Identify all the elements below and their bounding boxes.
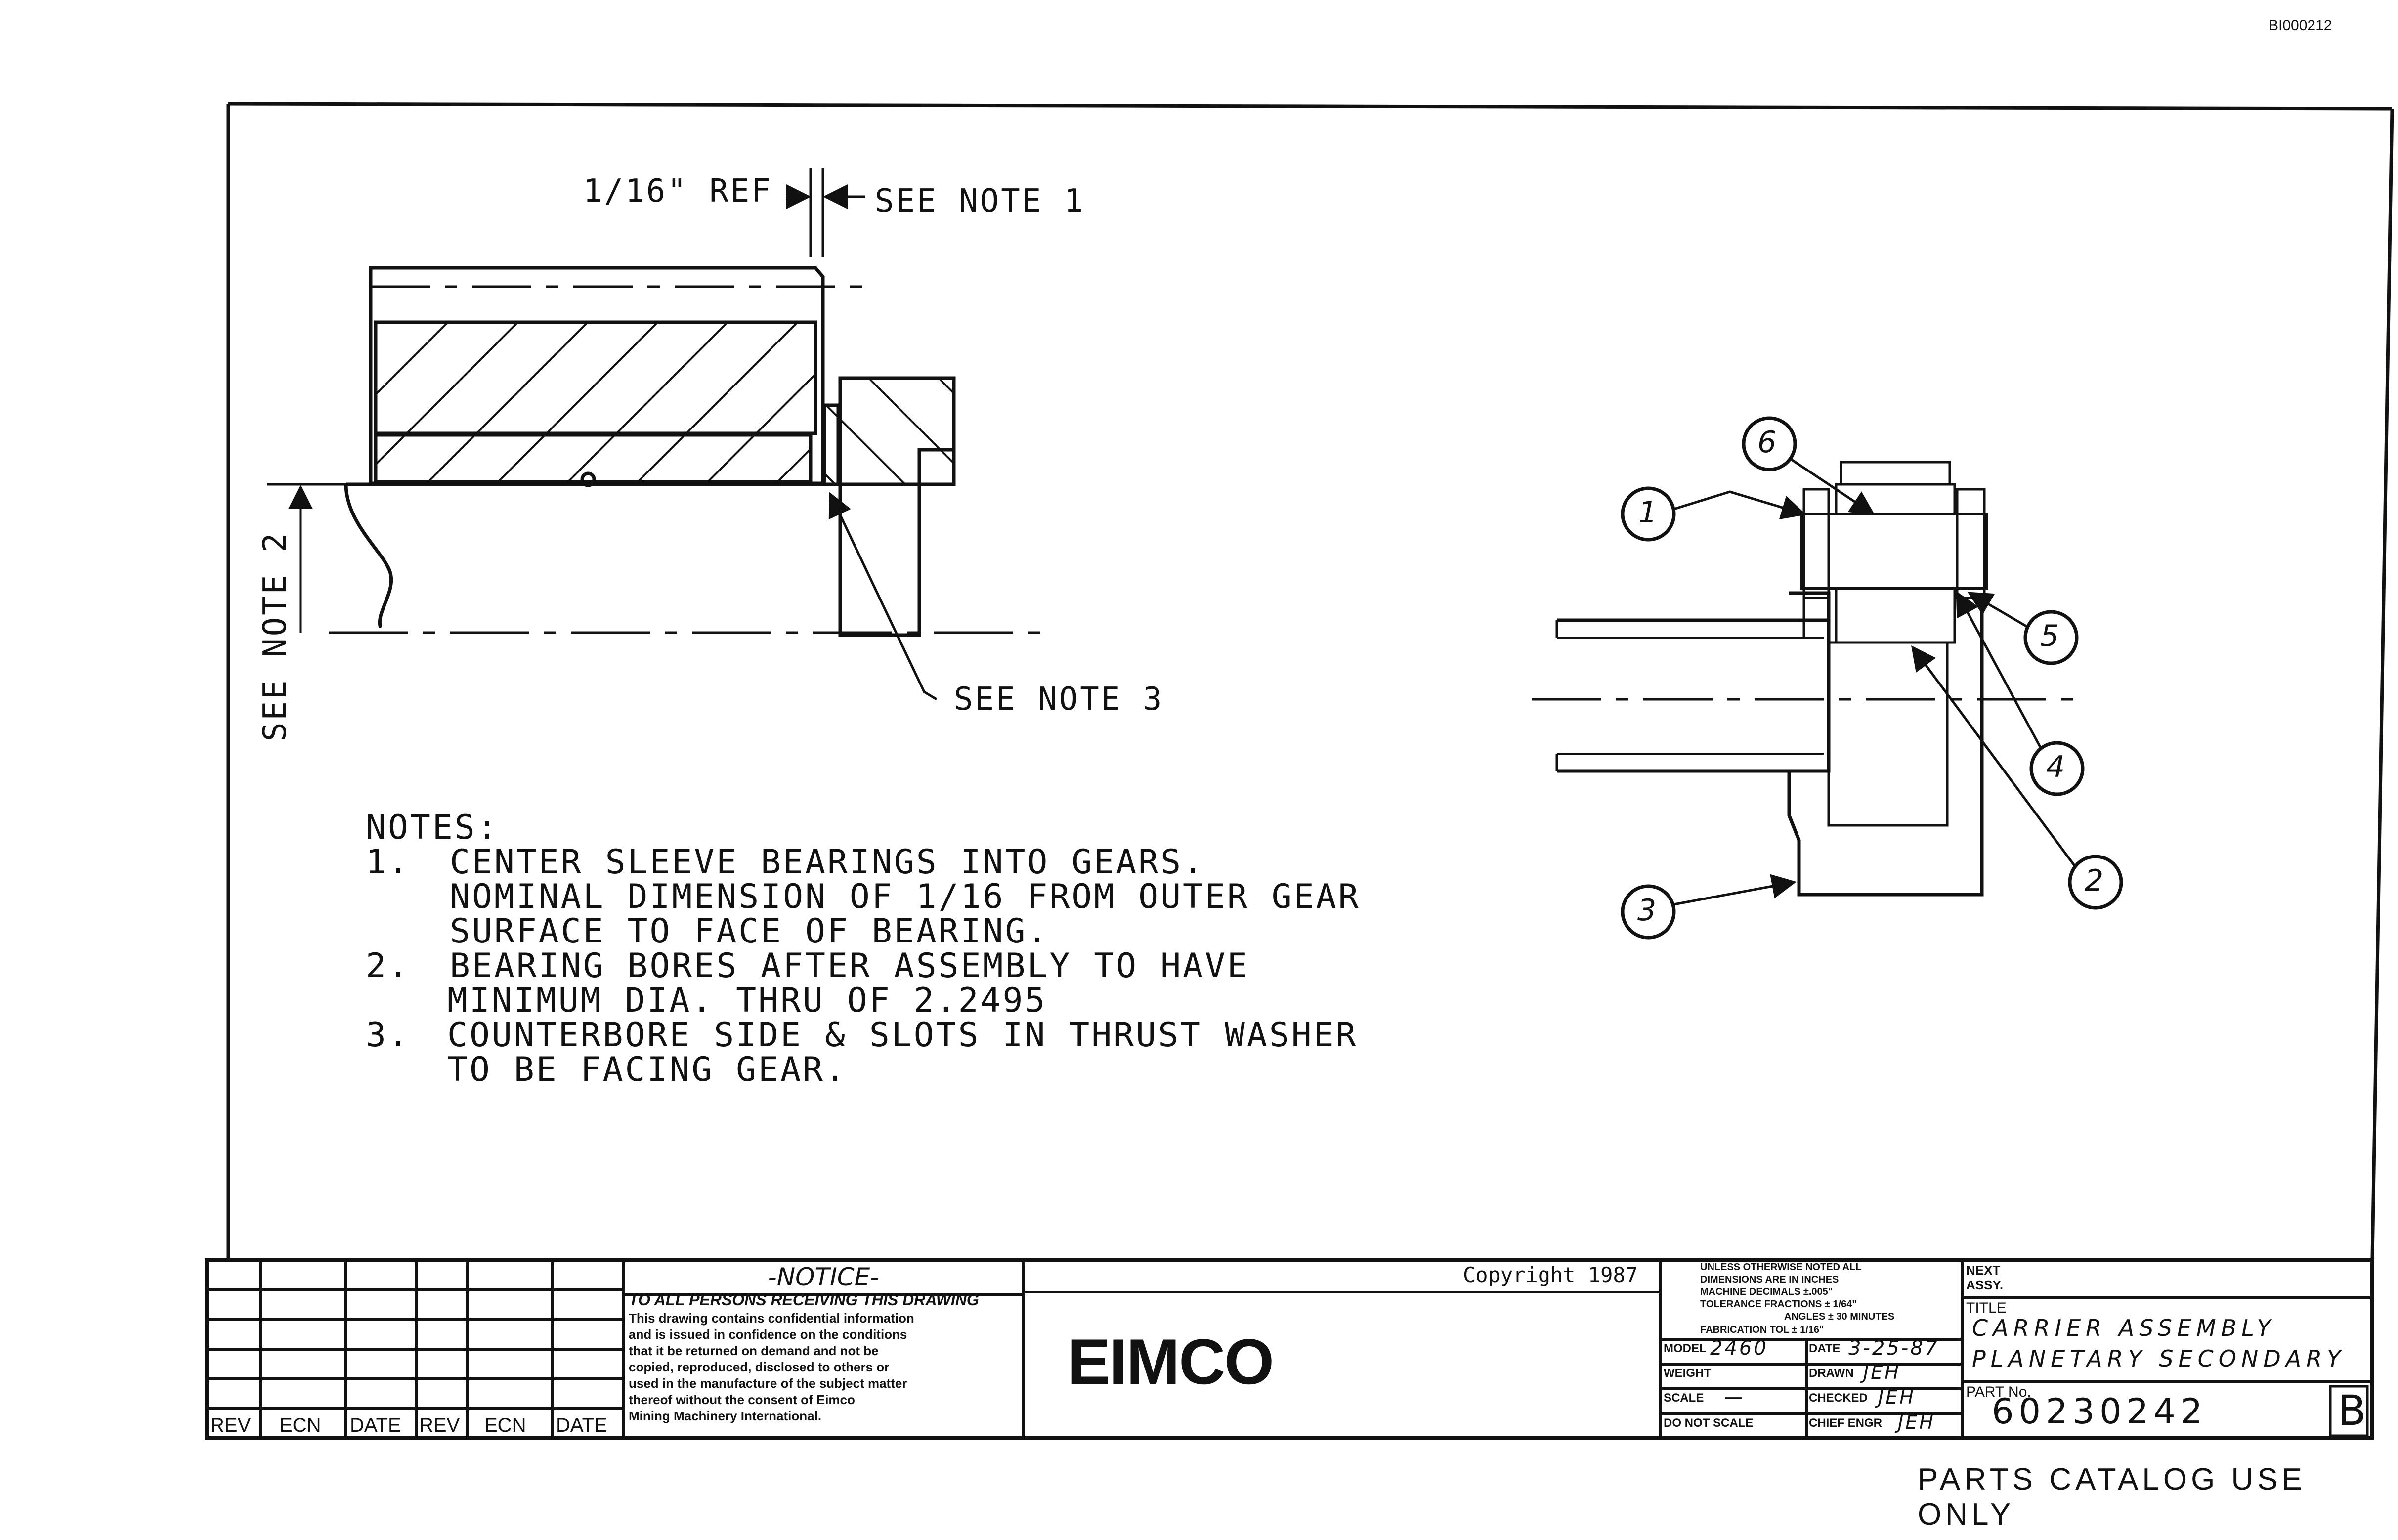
- scale-label: SCALE: [1664, 1391, 1704, 1405]
- checked-value: JEH: [1878, 1386, 1916, 1408]
- notice-line-5: used in the manufacture of the subject m…: [629, 1376, 907, 1391]
- part-number-label: PART No.: [1966, 1384, 2031, 1400]
- chief-engr-value: JEH: [1898, 1412, 1935, 1433]
- drawn-value: JEH: [1863, 1362, 1901, 1383]
- bearing-detail-view: [267, 168, 1043, 701]
- part-number-value: 60230242: [1992, 1391, 2208, 1432]
- notice-line-1: This drawing contains confidential infor…: [629, 1311, 914, 1326]
- scale-value: —: [1725, 1388, 1742, 1407]
- notice-line-7: Mining Machinery International.: [629, 1409, 822, 1423]
- next-assy-label: NEXT ASSY.: [1966, 1263, 2004, 1292]
- notice-line-4: copied, reproduced, disclosed to others …: [629, 1360, 890, 1374]
- revision-letter: B: [2338, 1386, 2366, 1435]
- note-3-line-1: COUNTERBORE SIDE & SLOTS IN THRUST WASHE…: [447, 1016, 1358, 1055]
- see-note-2-label: SEE NOTE 2: [257, 531, 294, 741]
- note-1-line-2: NOMINAL DIMENSION OF 1/16 FROM OUTER GEA…: [450, 877, 1361, 916]
- parts-catalog-stamp: PARTS CATALOG USE ONLY: [1918, 1462, 2307, 1532]
- note-2-line-2: MINIMUM DIA. THRU OF 2.2495: [447, 981, 1047, 1020]
- title-label: TITLE: [1966, 1300, 2007, 1316]
- callout-6: 6: [1757, 425, 1777, 460]
- see-note-1-label: SEE NOTE 1: [875, 183, 1085, 219]
- callout-2: 2: [2085, 863, 2104, 898]
- callout-5: 5: [2040, 619, 2059, 653]
- carrier-assembly-view: [1532, 416, 2123, 940]
- note-2-number: 2.: [366, 946, 410, 985]
- rev-header: REV: [210, 1414, 251, 1436]
- weight-label: WEIGHT: [1664, 1367, 1711, 1380]
- notice-line-3: that it be returned on demand and not be: [629, 1343, 879, 1358]
- see-note-3-label: SEE NOTE 3: [954, 681, 1164, 718]
- drawn-label: DRAWN: [1809, 1367, 1854, 1380]
- checked-label: CHECKED: [1809, 1391, 1868, 1405]
- sheet-border: [226, 102, 2394, 1258]
- date-header: DATE: [350, 1414, 401, 1436]
- notice-line-6: thereof without the consent of Eimco: [629, 1392, 855, 1407]
- callout-3: 3: [1637, 893, 1657, 928]
- note-1-line-1: CENTER SLEEVE BEARINGS INTO GEARS.: [450, 843, 1205, 882]
- drawing-title-line-1: CARRIER ASSEMBLY: [1972, 1315, 2276, 1341]
- note-2-line-1: BEARING BORES AFTER ASSEMBLY TO HAVE: [450, 946, 1249, 985]
- note-3-number: 3.: [366, 1016, 410, 1055]
- model-value: 2460: [1710, 1337, 1768, 1360]
- title-block-grid: [205, 1258, 2374, 1440]
- tolerance-line-4: TOLERANCE FRACTIONS ± 1/64": [1700, 1299, 1857, 1310]
- chief-engr-label: CHIEF ENGR: [1809, 1416, 1883, 1430]
- date-label: DATE: [1809, 1342, 1841, 1355]
- note-1-number: 1.: [366, 843, 410, 882]
- do-not-scale-label: DO NOT SCALE: [1664, 1416, 1754, 1430]
- callout-1: 1: [1638, 495, 1658, 530]
- tolerance-line-5: ANGLES ± 30 MINUTES: [1784, 1311, 1895, 1322]
- tolerance-line-6: FABRICATION TOL ± 1/16": [1700, 1325, 1824, 1335]
- date-header-2: DATE: [556, 1414, 607, 1436]
- ecn-header: ECN: [279, 1414, 321, 1436]
- notice-title: -NOTICE-: [768, 1263, 879, 1291]
- rev-header-2: REV: [419, 1414, 460, 1436]
- note-3-line-2: TO BE FACING GEAR.: [447, 1050, 847, 1089]
- ecn-header-2: ECN: [484, 1414, 526, 1436]
- notice-subtitle: TO ALL PERSONS RECEIVING THIS DRAWING: [629, 1291, 979, 1309]
- notice-line-2: and is issued in confidence on the condi…: [629, 1327, 907, 1342]
- eimco-logo: EIMCO: [1068, 1326, 1274, 1398]
- callout-4: 4: [2046, 750, 2065, 784]
- note-1-line-3: SURFACE TO FACE OF BEARING.: [450, 912, 1050, 951]
- drawing-title-line-2: PLANETARY SECONDARY: [1972, 1345, 2346, 1372]
- date-value: 3-25-87: [1848, 1337, 1940, 1360]
- tolerance-line-1: UNLESS OTHERWISE NOTED ALL: [1700, 1262, 1862, 1273]
- notes-heading: NOTES:: [366, 808, 499, 847]
- ref-dimension-label: 1/16" REF: [583, 173, 772, 210]
- model-label: MODEL: [1664, 1342, 1707, 1355]
- tolerance-line-3: MACHINE DECIMALS ±.005": [1700, 1286, 1833, 1297]
- copyright-text: Copyright 1987: [1463, 1263, 1638, 1287]
- document-id: BI000212: [2269, 17, 2332, 34]
- tolerance-line-2: DIMENSIONS ARE IN INCHES: [1700, 1274, 1839, 1285]
